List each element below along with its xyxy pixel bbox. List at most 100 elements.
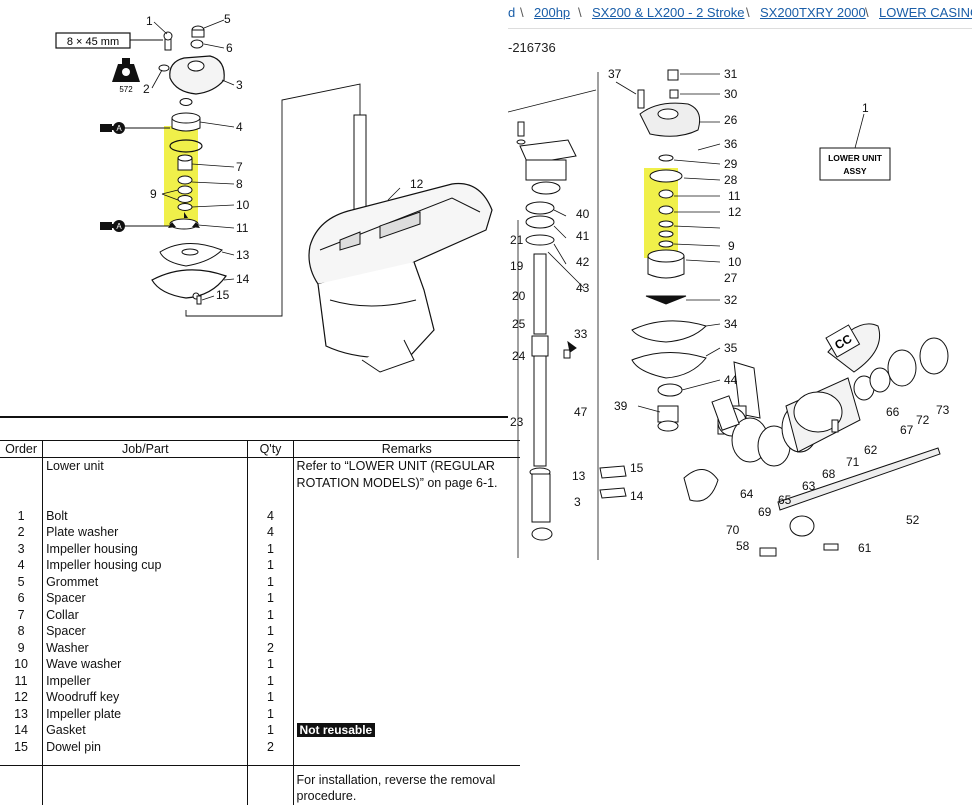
callout-36: 36	[724, 137, 738, 151]
callout-44: 44	[724, 373, 738, 387]
callout-69: 69	[758, 505, 772, 519]
cell-job-part: Washer	[42, 639, 249, 656]
lower-unit-assy-label	[819, 147, 891, 181]
cell-qty: 1	[247, 540, 294, 557]
cell-order	[0, 457, 44, 475]
cell-order	[0, 788, 44, 805]
callout-29: 29	[724, 157, 738, 171]
cell-remarks	[293, 541, 520, 558]
cell-job-part: Bolt	[42, 507, 249, 524]
cell-qty: 1	[247, 705, 294, 722]
cell-qty: 1	[247, 672, 294, 689]
cell-job-part	[42, 755, 249, 772]
cell-job-part: Spacer	[42, 623, 249, 640]
callout-13: 13	[236, 248, 250, 262]
cell-order: 13	[0, 705, 44, 722]
grease-icon: A	[100, 220, 170, 232]
cell-order: 2	[0, 524, 44, 541]
cell-job-part: Dowel pin	[42, 738, 249, 755]
callout-11: 11	[236, 221, 249, 235]
cell-job-part: Spacer	[42, 590, 249, 607]
cell-remarks: Refer to “LOWER UNIT (REGULAR	[296, 459, 495, 473]
callout-20: 20	[512, 289, 526, 303]
cell-job-part	[42, 788, 249, 805]
cell-remarks	[293, 623, 520, 640]
cell-job-part: Collar	[42, 606, 249, 623]
cell-job-part: Impeller	[42, 672, 249, 689]
cell-qty	[247, 755, 294, 772]
cell-qty	[247, 457, 294, 475]
cell-job-part: Lower unit	[42, 457, 249, 475]
cell-qty: 1	[247, 590, 294, 607]
callout-72: 72	[916, 413, 930, 427]
cell-job-part: Grommet	[42, 573, 249, 590]
cell-job-part	[42, 474, 249, 491]
cell-order: 10	[0, 656, 44, 673]
gear-label-icon-small	[711, 395, 740, 431]
table-header-row: Order Job/Part Q'ty Remarks	[0, 440, 520, 458]
callout-3: 3	[236, 78, 243, 92]
callout-27: 27	[724, 271, 738, 285]
cell-order: 6	[0, 590, 44, 607]
callout-5: 5	[224, 12, 231, 26]
cell-order	[0, 474, 44, 491]
breadcrumb-link-sx200txry-2000[interactable]: SX200TXRY 2000	[760, 5, 866, 20]
breadcrumb-link-200hp[interactable]: 200hp	[534, 5, 571, 20]
callout-numbers: 1 3 9 10 11 12 13 14 15 19 20 21 23 24 2…	[510, 67, 950, 555]
cell-order: 3	[0, 540, 44, 557]
svg-text:572: 572	[119, 85, 133, 94]
cell-remarks	[293, 755, 520, 772]
cell-job-part: Impeller housing cup	[42, 557, 249, 574]
parts-catalog-panel: d \ 200hp \ SX200 & LX200 - 2 Stroke \ S…	[508, 0, 972, 560]
cell-qty: 1	[247, 573, 294, 590]
breadcrumb-fragment: d	[508, 5, 516, 20]
callout-12: 12	[728, 205, 742, 219]
cell-qty: 4	[247, 524, 294, 541]
callout-71: 71	[846, 455, 860, 469]
callout-25: 25	[512, 317, 526, 331]
not-reusable-badge: Not reusable	[296, 723, 376, 737]
callout-62: 62	[864, 443, 878, 457]
callout-70: 70	[726, 523, 740, 537]
cell-remarks: ROTATION MODELS)” on page 6-1.	[296, 475, 498, 490]
callout-52: 52	[906, 513, 920, 527]
cell-qty: 1	[247, 722, 294, 739]
callout-13: 13	[572, 469, 586, 483]
cell-order: 1	[0, 507, 44, 524]
gear-label-icon: CC	[825, 324, 861, 358]
cell-remarks	[293, 656, 520, 673]
cell-order: 8	[0, 623, 44, 640]
callout-10: 10	[236, 198, 250, 212]
cell-qty	[247, 474, 294, 491]
callout-66: 66	[886, 405, 900, 419]
breadcrumb-link-lower-casing[interactable]: LOWER CASING	[879, 5, 972, 20]
water-pump-exploded-view: 8 × 45 mm 572	[55, 12, 493, 373]
cell-qty: 1	[247, 623, 294, 640]
service-manual-diagram: 8 × 45 mm 572	[0, 0, 520, 418]
callout-21: 21	[510, 233, 524, 247]
cell-qty: 1	[247, 557, 294, 574]
callout-6: 6	[226, 41, 233, 55]
table-row: procedure.	[0, 788, 520, 805]
cell-qty: 1	[247, 656, 294, 673]
cell-job-part: Impeller plate	[42, 705, 249, 722]
cell-remarks	[293, 640, 520, 657]
cell-qty: 4	[247, 507, 294, 524]
callout-26: 26	[724, 113, 738, 127]
callout-73: 73	[936, 403, 950, 417]
cell-job-part: Gasket	[42, 722, 249, 739]
callout-39: 39	[614, 399, 628, 413]
cell-remarks	[293, 508, 520, 525]
callout-31: 31	[724, 67, 738, 81]
breadcrumb-link-sx200-lx200[interactable]: SX200 & LX200 - 2 Stroke	[592, 5, 745, 20]
cell-qty	[247, 771, 294, 788]
cell-remarks	[293, 689, 520, 706]
cell-job-part: Impeller housing	[42, 540, 249, 557]
cell-job-part: Plate washer	[42, 524, 249, 541]
cell-order: 7	[0, 606, 44, 623]
cell-remarks	[293, 706, 520, 723]
